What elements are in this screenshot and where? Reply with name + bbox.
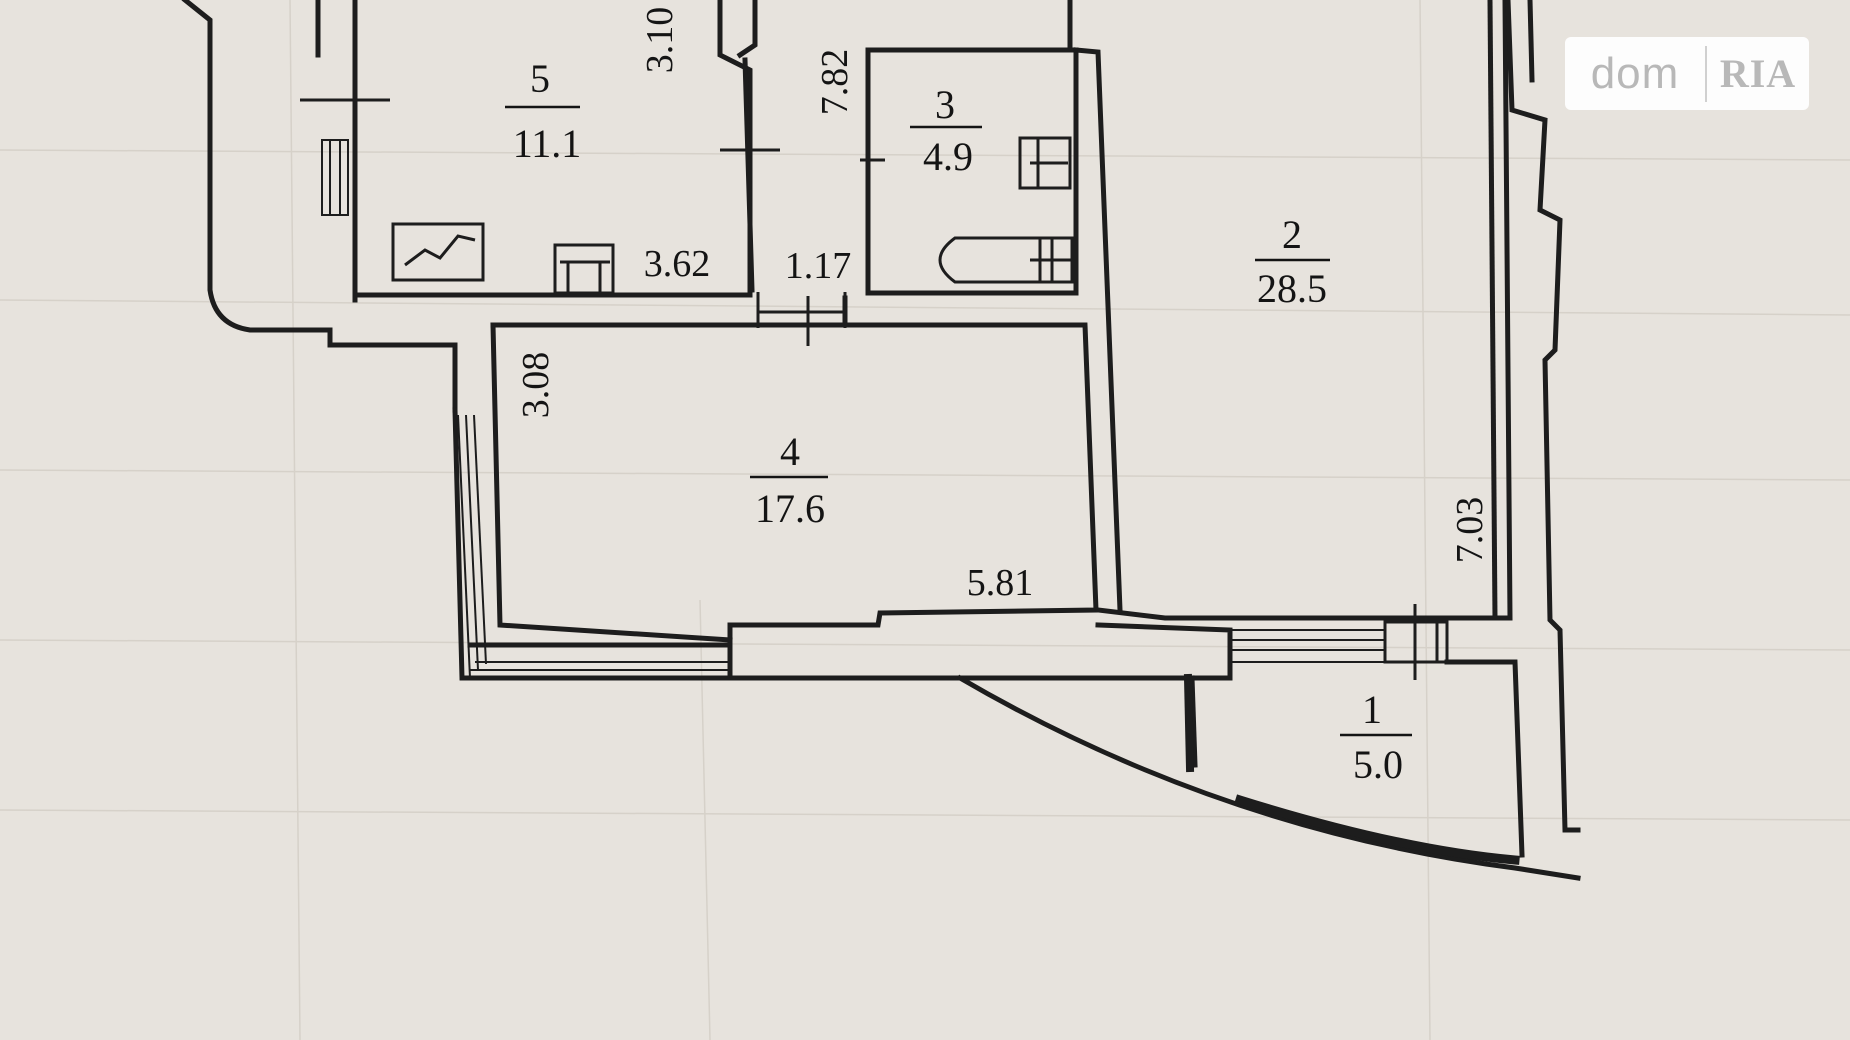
room-4-number: 4 (780, 429, 800, 474)
dim-room4-width: 5.81 (967, 562, 1034, 604)
left-wall-block (181, 0, 458, 413)
watermark-dom-text: dom (1590, 48, 1680, 98)
dim-kitchen-height: 3.10 (639, 7, 681, 74)
room-2-number: 2 (1282, 212, 1302, 257)
watermark-divider (1705, 45, 1707, 102)
dim-corridor-length: 7.82 (814, 49, 856, 116)
room-3-number: 3 (935, 82, 955, 127)
room-3-area: 4.9 (923, 134, 973, 179)
dim-corridor-width: 1.17 (785, 245, 852, 287)
dim-room4-height: 3.08 (515, 352, 557, 419)
room-5-area: 11.1 (513, 121, 582, 166)
room-2-area: 28.5 (1257, 266, 1327, 311)
room-4-label: 4 17.6 (750, 429, 828, 531)
room-3-label: 3 4.9 (910, 82, 982, 179)
room-1-area: 5.0 (1353, 742, 1403, 787)
room-5-number: 5 (530, 56, 550, 101)
room-1-label: 1 5.0 (1340, 687, 1412, 787)
dim-kitchen-width: 3.62 (644, 243, 711, 285)
watermark-ria-text: RIA (1719, 51, 1797, 96)
room-2-walls (1095, 0, 1581, 833)
kitchen-walls (352, 0, 780, 298)
room-1-number: 1 (1362, 687, 1382, 732)
room-4-area: 17.6 (755, 486, 825, 531)
room-5-label: 5 11.1 (505, 56, 581, 166)
balcony-walls (956, 659, 1581, 881)
room-4-walls (452, 295, 1233, 681)
passage (756, 292, 847, 346)
bathroom-walls (860, 0, 1123, 613)
room-2-label: 2 28.5 (1255, 212, 1330, 311)
dom-ria-watermark-logo: dom RIA (1565, 37, 1809, 110)
dim-room2-height: 7.03 (1449, 497, 1491, 564)
